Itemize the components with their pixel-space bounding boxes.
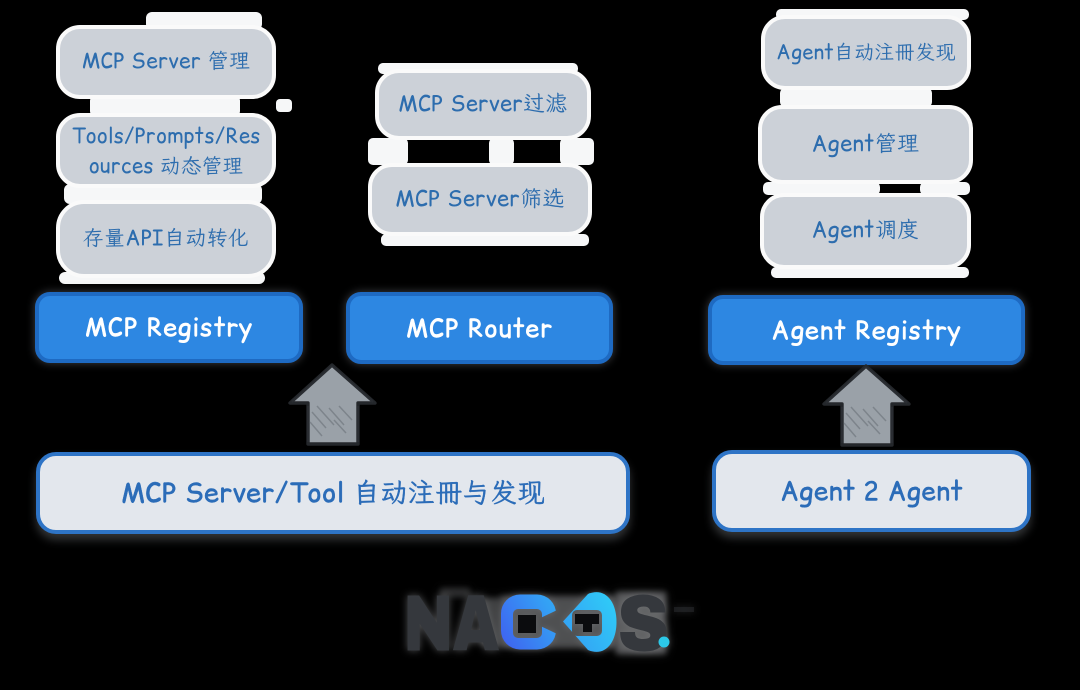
registry-box-label: MCP Registry — [84, 310, 254, 346]
feature-box-mcp-server-management: MCP Server 管理 — [56, 25, 276, 99]
up-arrow-icon — [822, 364, 911, 447]
sketch-outline-mark — [560, 138, 594, 165]
sketch-outline-mark — [381, 234, 589, 246]
registry-box-agent-registry: Agent Registry — [708, 295, 1025, 365]
nacos-logo-graphic: NA S — [403, 580, 694, 667]
sketch-outline-mark — [920, 182, 970, 195]
sketch-outline-mark — [780, 88, 932, 107]
feature-box-label: 存量API自动转化 — [82, 224, 250, 254]
source-box-label: Agent 2 Agent — [780, 473, 963, 509]
feature-box-label: MCP Server筛选 — [395, 183, 565, 214]
sketch-outline-mark — [771, 267, 969, 278]
feature-box-mcp-server-select: MCP Server筛选 — [368, 163, 592, 236]
feature-box-label: MCP Server过滤 — [398, 88, 568, 119]
source-box-agent-2-agent: Agent 2 Agent — [712, 450, 1031, 532]
registry-box-mcp-registry: MCP Registry — [35, 292, 303, 363]
feature-box-mcp-server-filter: MCP Server过滤 — [375, 69, 591, 140]
feature-box-agent-auto-register-discovery: Agent自动注册发现 — [761, 15, 971, 90]
feature-box-label: Agent自动注册发现 — [776, 38, 956, 67]
sketch-outline-mark — [763, 182, 880, 195]
registry-box-label: Agent Registry — [771, 312, 962, 348]
feature-box-label: MCP Server 管理 — [81, 47, 251, 77]
sketch-outline-mark — [64, 184, 262, 204]
feature-box-agent-management: Agent管理 — [758, 105, 973, 184]
sketch-outline-mark — [90, 95, 240, 117]
feature-box-label: Agent调度 — [811, 215, 920, 246]
sketch-outline-mark — [368, 138, 408, 165]
arrow-agent2agent-to-agent-registry — [818, 363, 914, 449]
sketch-outline-mark — [489, 138, 514, 165]
source-box-mcp-server-tool-autoregister: MCP Server/Tool 自动注册与发现 — [36, 452, 630, 534]
up-arrow-icon — [288, 363, 377, 446]
registry-box-mcp-router: MCP Router — [346, 292, 613, 364]
sketch-outline-mark — [378, 63, 578, 74]
feature-box-label: Agent管理 — [811, 128, 920, 159]
feature-box-agent-scheduling: Agent调度 — [760, 193, 971, 269]
feature-box-legacy-api-conversion: 存量API自动转化 — [56, 200, 276, 278]
nacos-logo: NA S — [392, 580, 702, 667]
source-box-label: MCP Server/Tool 自动注册与发现 — [121, 475, 545, 512]
svg-text:NA: NA — [403, 581, 499, 660]
registry-box-label: MCP Router — [406, 310, 553, 346]
svg-text:S: S — [617, 580, 669, 660]
sketch-outline-mark — [276, 99, 292, 112]
sketch-outline-mark — [776, 9, 969, 20]
arrow-mcp-autoregister-to-registry — [284, 362, 380, 448]
